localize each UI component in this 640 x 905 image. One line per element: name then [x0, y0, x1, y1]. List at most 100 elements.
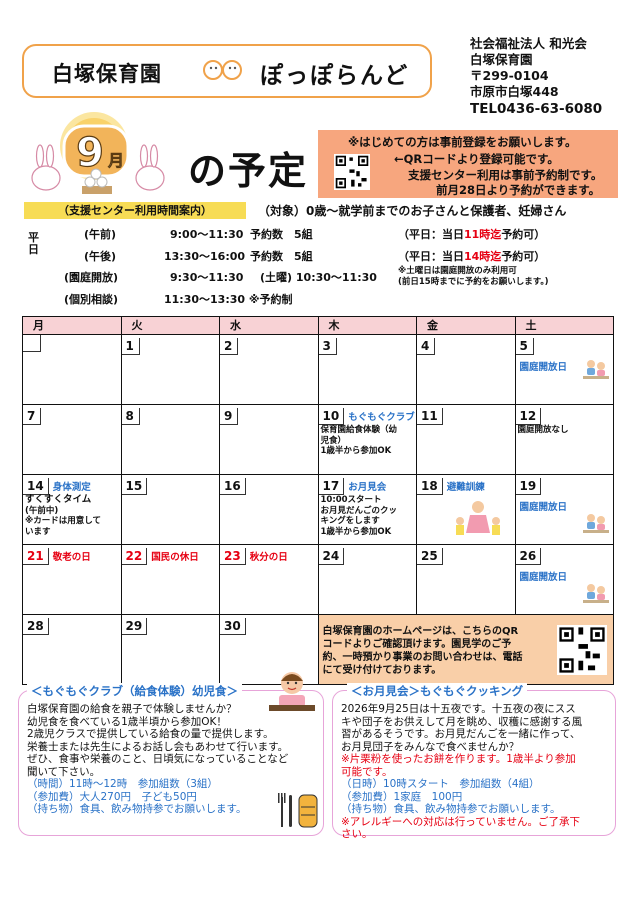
- morning-count: 予約数 5組: [250, 228, 313, 241]
- event-note: キングをします: [320, 516, 380, 526]
- garden-open-time: 9:30～11:30: [170, 271, 244, 284]
- day-number-blank: [23, 335, 41, 352]
- moon-viewing-panel: ＜お月見会＞もぐもぐクッキング 2026年9月25日は十五夜です。十五夜の夜にス…: [332, 683, 616, 840]
- holiday-citizens: 国民の休日: [151, 552, 199, 563]
- day-number: 10: [318, 408, 345, 425]
- day-number: 28: [23, 618, 49, 635]
- day-cell-5: 5 園庭開放日: [514, 334, 614, 405]
- day-number: 11: [417, 408, 443, 425]
- day-number: 22: [121, 548, 148, 565]
- day-number: 23: [220, 548, 246, 565]
- day-number: 5: [515, 338, 534, 355]
- day-cell-12: 12 園庭開放なし: [514, 404, 614, 475]
- day-number: 7: [23, 408, 41, 425]
- day-number: 15: [121, 478, 148, 495]
- day-number: 26: [515, 548, 542, 565]
- day-cell-26: 26 園庭開放日: [514, 544, 614, 615]
- weekday-label: 平日: [28, 231, 39, 256]
- month-unit: 月: [107, 151, 124, 170]
- garden-open-saturday: (土曜) 10:30～11:30: [260, 271, 377, 284]
- notice-line-4: 前月28日より予約ができます。: [436, 183, 601, 197]
- day-number: 3: [318, 338, 337, 355]
- day-cell-15: 15: [120, 474, 220, 545]
- day-cell-30: 30: [219, 614, 319, 685]
- day-cell-25: 25: [416, 544, 516, 615]
- day-cell-2: 2: [219, 334, 319, 405]
- header-thu: 木: [317, 316, 417, 335]
- day-cell-28: 28: [22, 614, 122, 685]
- day-number: 14: [23, 478, 49, 495]
- organization-info: 社会福祉法人 和光会 白塚保育園 〒299-0104 市原市白塚448 TEL0…: [470, 36, 602, 117]
- day-number: 29: [121, 618, 148, 635]
- holiday-respect-for-aged: 敬老の日: [52, 552, 91, 563]
- day-number: 2: [220, 338, 238, 355]
- homepage-info-cell: 白塚保育園のホームページは、こちらのQR コードよりご確認頂けます。園見学のご予…: [317, 614, 614, 685]
- hours-label: （支援センター利用時間案内）: [24, 202, 246, 219]
- day-number: 9: [220, 408, 238, 425]
- homepage-info-text: 白塚保育園のホームページは、こちらのQR コードよりご確認頂けます。園見学のご予…: [322, 626, 523, 676]
- org-tel: TEL0436-63-6080: [470, 101, 603, 117]
- saturday-note-1: ※土曜日は園庭開放のみ利用可: [398, 266, 517, 276]
- day-cell-4: 4: [416, 334, 516, 405]
- morning-time: 9:00～11:30: [170, 228, 244, 241]
- morning-deadline: （平日：当日11時迄予約可）: [398, 228, 546, 241]
- event-note: (午前中): [25, 505, 59, 516]
- event-note: お月見だんごのクッ: [320, 505, 398, 516]
- children-playing-icon: [583, 584, 609, 603]
- day-number: 25: [417, 548, 443, 565]
- day-cell-8: 8: [120, 404, 220, 475]
- smile-logo-icon: [203, 60, 242, 80]
- header-tue: 火: [120, 316, 220, 335]
- day-cell-11: 11: [416, 404, 516, 475]
- event-garden-open: 園庭開放日: [519, 362, 568, 373]
- event-garden-open: 園庭開放日: [519, 502, 568, 513]
- day-number: 18: [417, 478, 443, 495]
- day-number: 16: [220, 478, 246, 495]
- header-fri: 金: [416, 316, 516, 335]
- day-number: 24: [318, 548, 345, 565]
- children-playing-icon: [583, 514, 609, 533]
- day-cell-3: 3: [317, 334, 417, 405]
- registration-notice: ※はじめての方は事前登録をお願いします。 ←QRコードより登録可能です。 支援セ…: [318, 130, 618, 198]
- day-number: 19: [515, 478, 542, 495]
- event-garden-open: 園庭開放日: [519, 572, 568, 583]
- notice-line-2: ←QRコードより登録可能です。: [394, 152, 559, 166]
- day-number: 12: [515, 408, 542, 425]
- homepage-qr-code-icon[interactable]: [557, 625, 607, 675]
- month-moon-rabbits-illustration: 9 月: [31, 112, 165, 194]
- morning-label: (午前): [84, 228, 117, 241]
- org-address: 市原市白塚448: [470, 84, 559, 99]
- event-moon-viewing: お月見会: [348, 482, 387, 493]
- org-postal: 〒299-0104: [470, 68, 549, 83]
- registration-qr-code-icon[interactable]: [334, 154, 370, 190]
- mogumogu-club-title: ＜もぐもぐクラブ（給食体験）幼児食＞: [27, 683, 242, 699]
- moon-viewing-title: ＜お月見会＞もぐもぐクッキング: [347, 683, 528, 699]
- mogumogu-club-panel: ＜もぐもぐクラブ（給食体験）幼児食＞ 白塚保育園の給食を親子で体験しませんか？ …: [18, 672, 324, 836]
- schedule-title: の予定: [188, 149, 309, 193]
- day-cell-16: 16: [219, 474, 319, 545]
- afternoon-deadline: （平日：当日14時迄予約可）: [398, 250, 546, 263]
- saturday-note-2: (前日15時までに予約をお願いします。): [398, 277, 549, 287]
- event-mogumogu-club: もぐもぐクラブ: [348, 412, 415, 423]
- event-note: 児食）: [320, 435, 347, 446]
- event-note: ※カードは用意して: [25, 516, 102, 526]
- consultation-label: (個別相談): [64, 293, 119, 306]
- afternoon-time: 13:30～16:00: [164, 250, 246, 263]
- event-note: 保育園給食体験（幼: [320, 425, 398, 435]
- day-cell-1: 1: [120, 334, 220, 405]
- day-number: 4: [417, 338, 435, 355]
- header-mon: 月: [22, 316, 122, 335]
- event-note: 園庭開放なし: [517, 425, 569, 435]
- header-box: 白塚保育園 ぽっぽらんど: [22, 44, 432, 98]
- day-number: 17: [318, 478, 345, 495]
- mogumogu-club-body: 白塚保育園の給食を親子で体験しませんか？ 幼児食を食べている1歳半頃から参加OK…: [27, 703, 289, 815]
- day-cell-29: 29: [120, 614, 220, 685]
- evacuation-drill-children-icon: [456, 501, 500, 535]
- org-corp: 社会福祉法人 和光会: [470, 36, 587, 51]
